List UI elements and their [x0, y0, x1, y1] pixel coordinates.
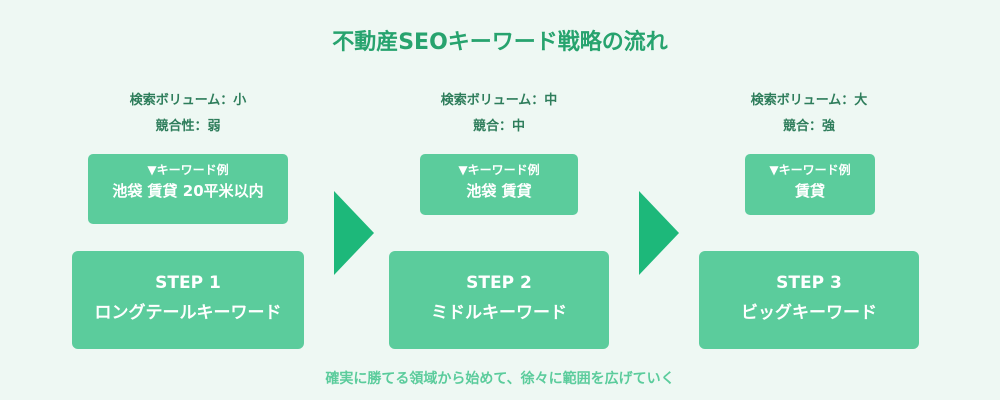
arrow-right-icon-2: [639, 191, 679, 275]
footer-caption: 確実に勝てる領域から始めて、徐々に範囲を広げていく: [325, 371, 675, 387]
arrow-right-icon-1: [334, 191, 374, 275]
step3-volume: 検索ボリューム：大: [750, 93, 868, 108]
step2-meta: 検索ボリューム：中 競合：中: [369, 88, 629, 140]
step3-competition: 競合：強: [782, 119, 835, 134]
step2-competition: 競合：中: [472, 119, 525, 134]
step3-label: STEP 3: [776, 273, 842, 293]
step1-label: STEP 1: [155, 273, 221, 293]
step3-keyword-example: 賃貸: [794, 182, 825, 200]
step3-keyword-heading: ▼キーワード例: [769, 163, 851, 177]
step3-name: ビッグキーワード: [741, 303, 877, 323]
diagram-title: 不動産SEOキーワード戦略の流れ: [332, 30, 668, 55]
step1-box: STEP 1 ロングテールキーワード: [72, 251, 304, 349]
step1-volume: 検索ボリューム：小: [129, 93, 247, 108]
step2-name: ミドルキーワード: [431, 303, 567, 323]
step2-box: STEP 2 ミドルキーワード: [389, 251, 609, 349]
step2-label: STEP 2: [466, 273, 532, 293]
step2-volume: 検索ボリューム：中: [440, 93, 558, 108]
step1-keyword-example: 池袋 賃貸 20平米以内: [112, 182, 264, 200]
step3-meta: 検索ボリューム：大 競合：強: [679, 88, 939, 140]
step2-keyword-box: ▼キーワード例 池袋 賃貸: [420, 154, 578, 215]
step1-competition: 競合性：弱: [155, 119, 221, 134]
step1-keyword-heading: ▼キーワード例: [147, 163, 229, 177]
step1-name: ロングテールキーワード: [94, 303, 282, 323]
step3-keyword-box: ▼キーワード例 賃貸: [745, 154, 875, 215]
step2-keyword-heading: ▼キーワード例: [458, 163, 540, 177]
step1-meta: 検索ボリューム：小 競合性：弱: [58, 88, 318, 140]
step3-box: STEP 3 ビッグキーワード: [699, 251, 919, 349]
step1-keyword-box: ▼キーワード例 池袋 賃貸 20平米以内: [88, 154, 288, 224]
step2-keyword-example: 池袋 賃貸: [466, 182, 532, 200]
